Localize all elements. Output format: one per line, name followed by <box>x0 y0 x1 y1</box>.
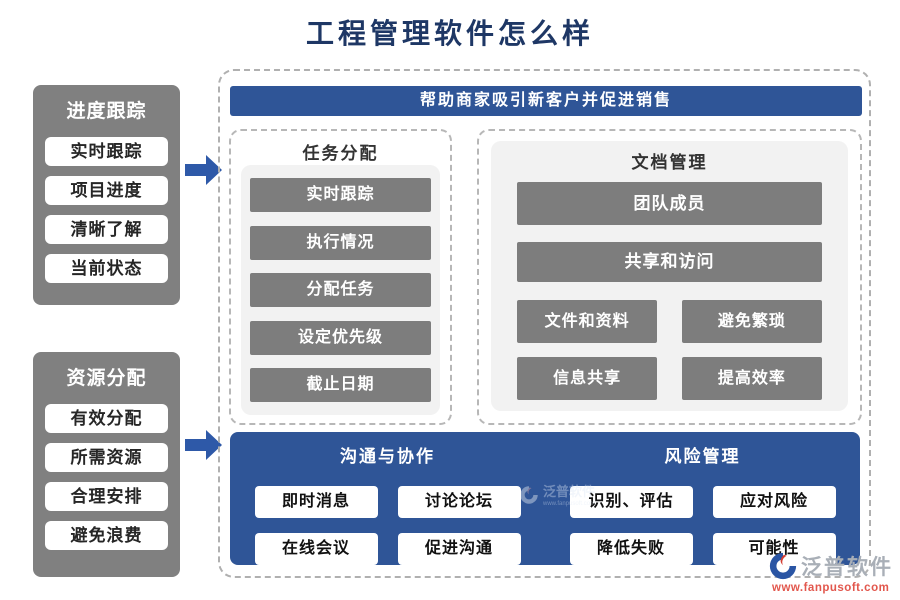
risk-chip: 降低失败 <box>569 533 693 565</box>
list-item: 实时跟踪 <box>45 137 168 166</box>
progress-tracking-items: 实时跟踪 项目进度 清晰了解 当前状态 <box>33 137 180 283</box>
doc-chip: 文件和资料 <box>517 300 658 343</box>
document-panel-body: 文档管理 团队成员 共享和访问 文件和资料 避免繁琐 信息共享 提高效率 <box>491 141 848 411</box>
list-item: 所需资源 <box>45 443 168 472</box>
page-title: 工程管理软件怎么样 <box>305 18 594 49</box>
watermark-brand: 泛普软件 <box>801 556 893 579</box>
watermark-corner[interactable]: 泛普软件 www.fanpusoft.com <box>768 551 893 594</box>
list-item: 项目进度 <box>45 176 168 205</box>
task-chip: 截止日期 <box>250 368 431 402</box>
doc-chip: 信息共享 <box>517 357 658 400</box>
task-panel-title: 任务分配 <box>302 144 379 163</box>
progress-tracking-header: 进度跟踪 <box>66 101 147 122</box>
resource-allocation-box: 资源分配 有效分配 所需资源 合理安排 避免浪费 <box>33 352 180 577</box>
communication-chip: 讨论论坛 <box>397 486 521 518</box>
list-item: 合理安排 <box>45 482 168 511</box>
bottom-panel: 沟通与协作 即时消息 讨论论坛 在线会议 促进沟通 风险管理 识别、评估 应对风… <box>230 432 860 565</box>
doc-chip: 避免繁琐 <box>681 300 822 343</box>
watermark-url[interactable]: www.fanpusoft.com <box>772 582 890 594</box>
progress-tracking-box: 进度跟踪 实时跟踪 项目进度 清晰了解 当前状态 <box>33 85 180 305</box>
task-chip: 实时跟踪 <box>250 178 431 212</box>
risk-management-section: 风险管理 识别、评估 应对风险 降低失败 可能性 <box>545 432 860 565</box>
resource-allocation-header: 资源分配 <box>66 368 147 389</box>
resource-allocation-items: 有效分配 所需资源 合理安排 避免浪费 <box>33 404 180 550</box>
list-item: 清晰了解 <box>45 215 168 244</box>
doc-chip: 团队成员 <box>517 182 822 225</box>
list-item: 避免浪费 <box>45 521 168 550</box>
communication-section: 沟通与协作 即时消息 讨论论坛 在线会议 促进沟通 <box>230 432 545 565</box>
task-chip: 执行情况 <box>250 225 431 260</box>
task-assignment-panel: 任务分配 实时跟踪 执行情况 分配任务 设定优先级 截止日期 <box>229 129 452 425</box>
document-panel-title: 文档管理 <box>631 153 708 172</box>
main-frame: 帮助商家吸引新客户并促进销售 任务分配 实时跟踪 执行情况 分配任务 设定优先级… <box>218 69 871 578</box>
risk-chip: 应对风险 <box>712 486 836 518</box>
risk-management-title: 风险管理 <box>664 447 741 466</box>
doc-chip-row: 信息共享 提高效率 <box>517 357 822 400</box>
doc-chip: 共享和访问 <box>517 242 822 282</box>
chip-row: 即时消息 讨论论坛 <box>230 486 545 518</box>
communication-chip: 即时消息 <box>254 486 378 518</box>
right-arrow-icon <box>185 430 222 460</box>
list-item: 有效分配 <box>45 404 168 433</box>
right-arrow-icon <box>185 155 222 185</box>
fanpu-logo-icon <box>769 552 797 580</box>
document-management-panel: 文档管理 团队成员 共享和访问 文件和资料 避免繁琐 信息共享 提高效率 <box>477 129 862 425</box>
list-item: 当前状态 <box>45 254 168 283</box>
communication-chip: 在线会议 <box>254 533 378 565</box>
doc-chip: 提高效率 <box>681 357 822 400</box>
chip-row: 识别、评估 应对风险 <box>545 486 860 518</box>
task-panel-body: 实时跟踪 执行情况 分配任务 设定优先级 截止日期 <box>241 165 440 415</box>
benefit-banner: 帮助商家吸引新客户并促进销售 <box>230 86 862 116</box>
doc-chip-row: 文件和资料 避免繁琐 <box>517 300 822 343</box>
task-chip: 设定优先级 <box>250 320 431 355</box>
communication-title: 沟通与协作 <box>340 447 435 466</box>
risk-chip: 识别、评估 <box>569 486 693 518</box>
task-chip: 分配任务 <box>250 273 431 307</box>
chip-row: 在线会议 促进沟通 <box>230 533 545 565</box>
communication-chip: 促进沟通 <box>397 533 521 565</box>
